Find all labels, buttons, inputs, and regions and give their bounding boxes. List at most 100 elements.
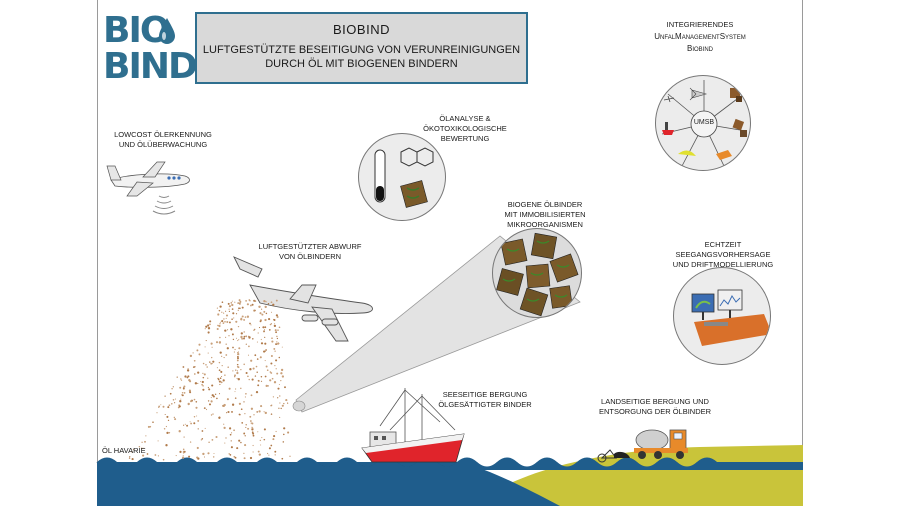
binder-particle [278,383,280,386]
binder-particle [252,434,255,437]
binder-particle [209,323,211,326]
binder-particle [241,337,244,340]
biogen-label: BIOGENE ÖLBINDER MIT IMMOBILISIERTEN MIK… [490,200,600,230]
binder-particle [270,323,272,325]
binder-particle [187,375,190,378]
binder-particle [274,323,276,325]
binder-particle [250,407,254,410]
binder-particle [214,393,217,395]
binder-particle [276,315,279,319]
analyse-label-line1: ÖLANALYSE & [439,114,491,123]
binder-particle [202,452,205,456]
binder-particle [267,385,269,387]
binder-particle [246,303,249,306]
binder-particle [217,378,220,381]
binder-particle [183,424,185,426]
binder-particle [238,439,241,442]
binder-particle [226,398,229,401]
binder-particle [250,324,252,326]
binder-particle [245,335,248,338]
binder-particle [157,455,159,457]
binder-particle [203,456,206,458]
binder-particle [263,328,266,330]
binder-particle [235,369,237,371]
ship-icon [361,388,465,463]
binder-particle [283,427,286,430]
binder-particle [221,320,224,323]
binder-particle [180,379,183,381]
binder-particle [240,317,243,320]
binder-particle [240,408,243,411]
page-subtitle-line1: LUFTGESTÜTZTE BESEITIGUNG VON VERUNREINI… [202,44,521,56]
binder-particle [272,396,275,398]
binder-particle [226,347,229,350]
binder-particle [258,410,261,413]
binder-particle [254,375,257,377]
binder-particle [224,442,226,444]
binder-particle [228,335,230,337]
seeseitig-label-line2: ÖLGESÄTTIGTER BINDER [438,400,532,409]
binder-particle [260,375,263,378]
binder-particle [230,446,233,449]
binder-particle [182,448,185,451]
binder-particle [208,403,212,406]
sea-shape [97,462,560,506]
binder-particle [274,365,276,367]
binder-particle [263,350,266,353]
binder-particle [221,301,224,304]
binder-particle [227,302,230,305]
binder-particle [174,402,176,404]
binder-particle [186,369,190,372]
binder-particle [201,383,203,386]
binder-particle [193,373,196,375]
binder-particle [269,323,272,326]
binder-particle [236,447,239,450]
binder-particle [222,322,225,324]
binder-particle [265,365,268,368]
binder-particle [273,435,276,438]
binder-particle [172,386,174,388]
binder-particle [255,390,259,394]
binder-particle [189,391,192,394]
binder-particle [249,300,251,302]
binder-particle [236,359,239,362]
binder-particle [263,330,265,332]
binder-particle [197,382,199,384]
binder-particle [243,363,245,366]
binder-particle [209,361,211,363]
binder-particle [219,305,222,308]
binder-particle [202,376,205,379]
binder-particle [189,421,191,423]
binder-particle [172,399,175,401]
binder-particle [243,318,246,321]
binder-particle [283,402,285,405]
binder-particle [190,400,193,403]
binder-particle [174,418,177,421]
binder-particle [184,423,186,425]
binder-particle [268,454,270,456]
binder-particle [198,353,201,356]
binder-particle [202,385,204,387]
binder-particle [254,354,257,357]
binder-particle [222,379,225,382]
binder-particle [257,384,260,387]
binder-particle [234,376,236,378]
binder-particle [164,395,166,397]
binder-particle [193,359,196,362]
binder-particle [211,438,214,441]
binder-particle [180,398,182,400]
binder-particle [243,432,246,435]
binder-particle [227,329,229,331]
binder-particle [264,411,267,415]
binder-particle [277,397,279,399]
binder-particle [253,414,255,416]
binder-particle [273,381,277,384]
binder-particle [183,392,186,394]
binder-particle [287,402,289,404]
binder-particle [248,345,250,348]
binder-particle [224,329,227,332]
binder-particle [270,362,273,365]
binder-particle [279,395,281,397]
binder-particle [220,381,223,384]
molecule-icon [400,147,434,167]
